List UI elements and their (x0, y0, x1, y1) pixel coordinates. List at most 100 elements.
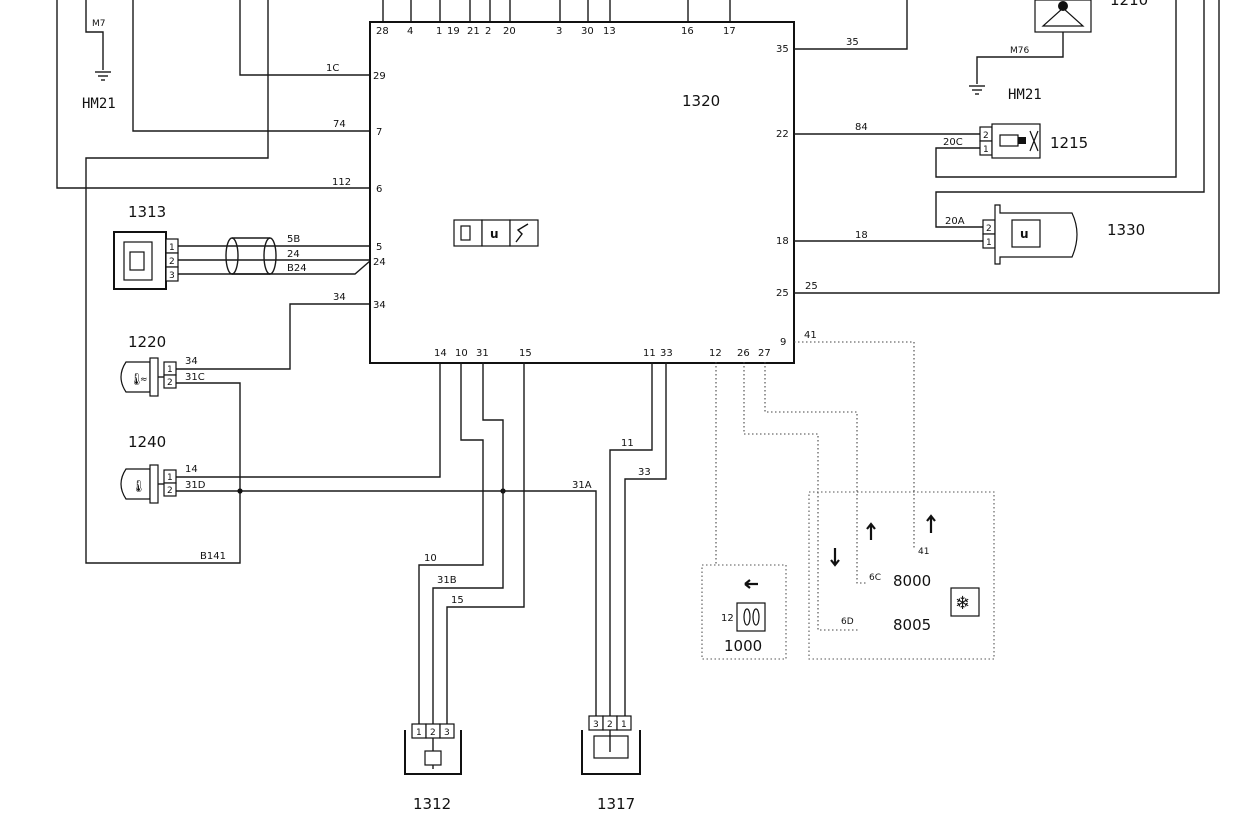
component-1000[interactable]: 12 1000 (701, 564, 787, 660)
top-wires (382, 0, 731, 22)
wire-label-34-sensor: 34 (185, 356, 198, 367)
ecu-1320[interactable]: 1320 u (369, 21, 795, 364)
wire-label-31c: 31C (185, 372, 205, 383)
svg-text:6: 6 (376, 184, 382, 195)
svg-text:2: 2 (485, 26, 491, 37)
svg-text:17: 17 (723, 26, 736, 37)
wire-label-1c: 1C (326, 63, 339, 74)
ignition-icon (515, 223, 529, 243)
wire-label-15: 15 (451, 595, 464, 606)
svg-text:2: 2 (983, 131, 989, 141)
label-8000: 8000 (893, 572, 931, 590)
svg-text:28: 28 (376, 26, 389, 37)
svg-text:2: 2 (167, 486, 173, 496)
wire-label-31a: 31A (572, 480, 592, 491)
svg-text:3: 3 (169, 271, 175, 281)
svg-text:13: 13 (603, 26, 616, 37)
ecu-pins-bottom: 14 10 31 15 11 33 12 26 27 (434, 348, 771, 359)
component-1330[interactable]: 2 1 u 1330 (982, 204, 1145, 265)
wire-label-5b: 5B (287, 234, 300, 245)
label-1240: 1240 (128, 433, 166, 451)
svg-text:3: 3 (593, 720, 599, 730)
injector-icon: u (1020, 227, 1029, 241)
label-1215: 1215 (1050, 134, 1088, 152)
wire-label-24: 24 (287, 249, 300, 260)
ecu-label: 1320 (682, 92, 720, 110)
svg-text:25: 25 (776, 288, 789, 299)
pedal-icon (743, 608, 751, 626)
svg-text:33: 33 (660, 348, 673, 359)
thermometer-icon: 🌡 (129, 372, 144, 386)
svg-text:1: 1 (621, 720, 627, 730)
wire-label-18: 18 (855, 230, 868, 241)
svg-text:2: 2 (167, 378, 173, 388)
component-1220[interactable]: 1 2 🌡 ≈ 1220 (120, 333, 177, 397)
svg-text:1: 1 (169, 243, 175, 253)
svg-text:1: 1 (167, 365, 173, 375)
label-1210: 1210 (1110, 0, 1148, 9)
svg-text:31: 31 (476, 348, 489, 359)
svg-text:1: 1 (986, 238, 992, 248)
label-8005: 8005 (893, 616, 931, 634)
svg-text:34: 34 (373, 300, 386, 311)
svg-text:15: 15 (519, 348, 532, 359)
ecu-pins-right: 35 22 18 25 9 (776, 44, 789, 348)
svg-text:18: 18 (776, 236, 789, 247)
wire-label-35: 35 (846, 37, 859, 48)
label-1330: 1330 (1107, 221, 1145, 239)
ground-right: M76 HM21 (969, 32, 1064, 103)
svg-text:11: 11 (643, 348, 656, 359)
wire-label-34: 34 (333, 292, 346, 303)
wire-label-12: 12 (721, 613, 734, 624)
svg-text:2: 2 (986, 224, 992, 234)
wire-label-84: 84 (855, 122, 868, 133)
component-1210[interactable]: 1210 (1034, 0, 1148, 33)
ground-left: M7 HM21 (82, 0, 116, 112)
svg-text:3: 3 (444, 728, 450, 738)
wire-label-6d: 6D (841, 617, 854, 627)
svg-text:10: 10 (455, 348, 468, 359)
bottom-wires (418, 362, 667, 732)
svg-text:12: 12 (709, 348, 722, 359)
ground-label-right: HM21 (1008, 87, 1042, 103)
wire-label-6c: 6C (869, 573, 881, 583)
shield-cable (225, 237, 277, 275)
svg-text:2: 2 (430, 728, 436, 738)
svg-text:27: 27 (758, 348, 771, 359)
wire-label-m7: M7 (92, 19, 106, 29)
svg-text:19: 19 (447, 26, 460, 37)
component-8000-8005[interactable]: 41 6C 6D 8000 8005 ❄ (808, 491, 995, 660)
junction-dot (237, 488, 243, 494)
svg-text:29: 29 (373, 71, 386, 82)
svg-text:22: 22 (776, 129, 789, 140)
svg-text:14: 14 (434, 348, 447, 359)
svg-text:16: 16 (681, 26, 694, 37)
svg-text:26: 26 (737, 348, 750, 359)
air-icon: ≈ (140, 375, 148, 385)
wire-label-b141: B141 (200, 551, 226, 562)
component-1317[interactable]: 3 2 1 1317 (581, 715, 641, 813)
component-1312[interactable]: 1 2 3 1312 (404, 723, 462, 813)
wire-label-112: 112 (332, 177, 351, 188)
svg-text:35: 35 (776, 44, 789, 55)
component-1240[interactable]: 1 2 🌡 1240 (120, 433, 177, 504)
wire-label-41: 41 (804, 330, 817, 341)
component-1215[interactable]: 2 1 1215 (979, 123, 1088, 159)
wire-label-31d: 31D (185, 480, 206, 491)
svg-text:1: 1 (436, 26, 442, 37)
wire-label-10: 10 (424, 553, 437, 564)
svg-text:4: 4 (407, 26, 413, 37)
svg-text:30: 30 (581, 26, 594, 37)
svg-text:1: 1 (983, 145, 989, 155)
wire-label-25: 25 (805, 281, 818, 292)
left-wires (56, 0, 597, 732)
wire-label-14: 14 (185, 464, 198, 475)
svg-text:7: 7 (376, 127, 382, 138)
wire-label-m76: M76 (1010, 46, 1029, 56)
svg-text:2: 2 (169, 257, 175, 267)
svg-text:1: 1 (167, 473, 173, 483)
component-1313[interactable]: 1 2 3 1313 (113, 203, 179, 290)
wire-label-20a: 20A (945, 216, 965, 227)
svg-text:3: 3 (556, 26, 562, 37)
